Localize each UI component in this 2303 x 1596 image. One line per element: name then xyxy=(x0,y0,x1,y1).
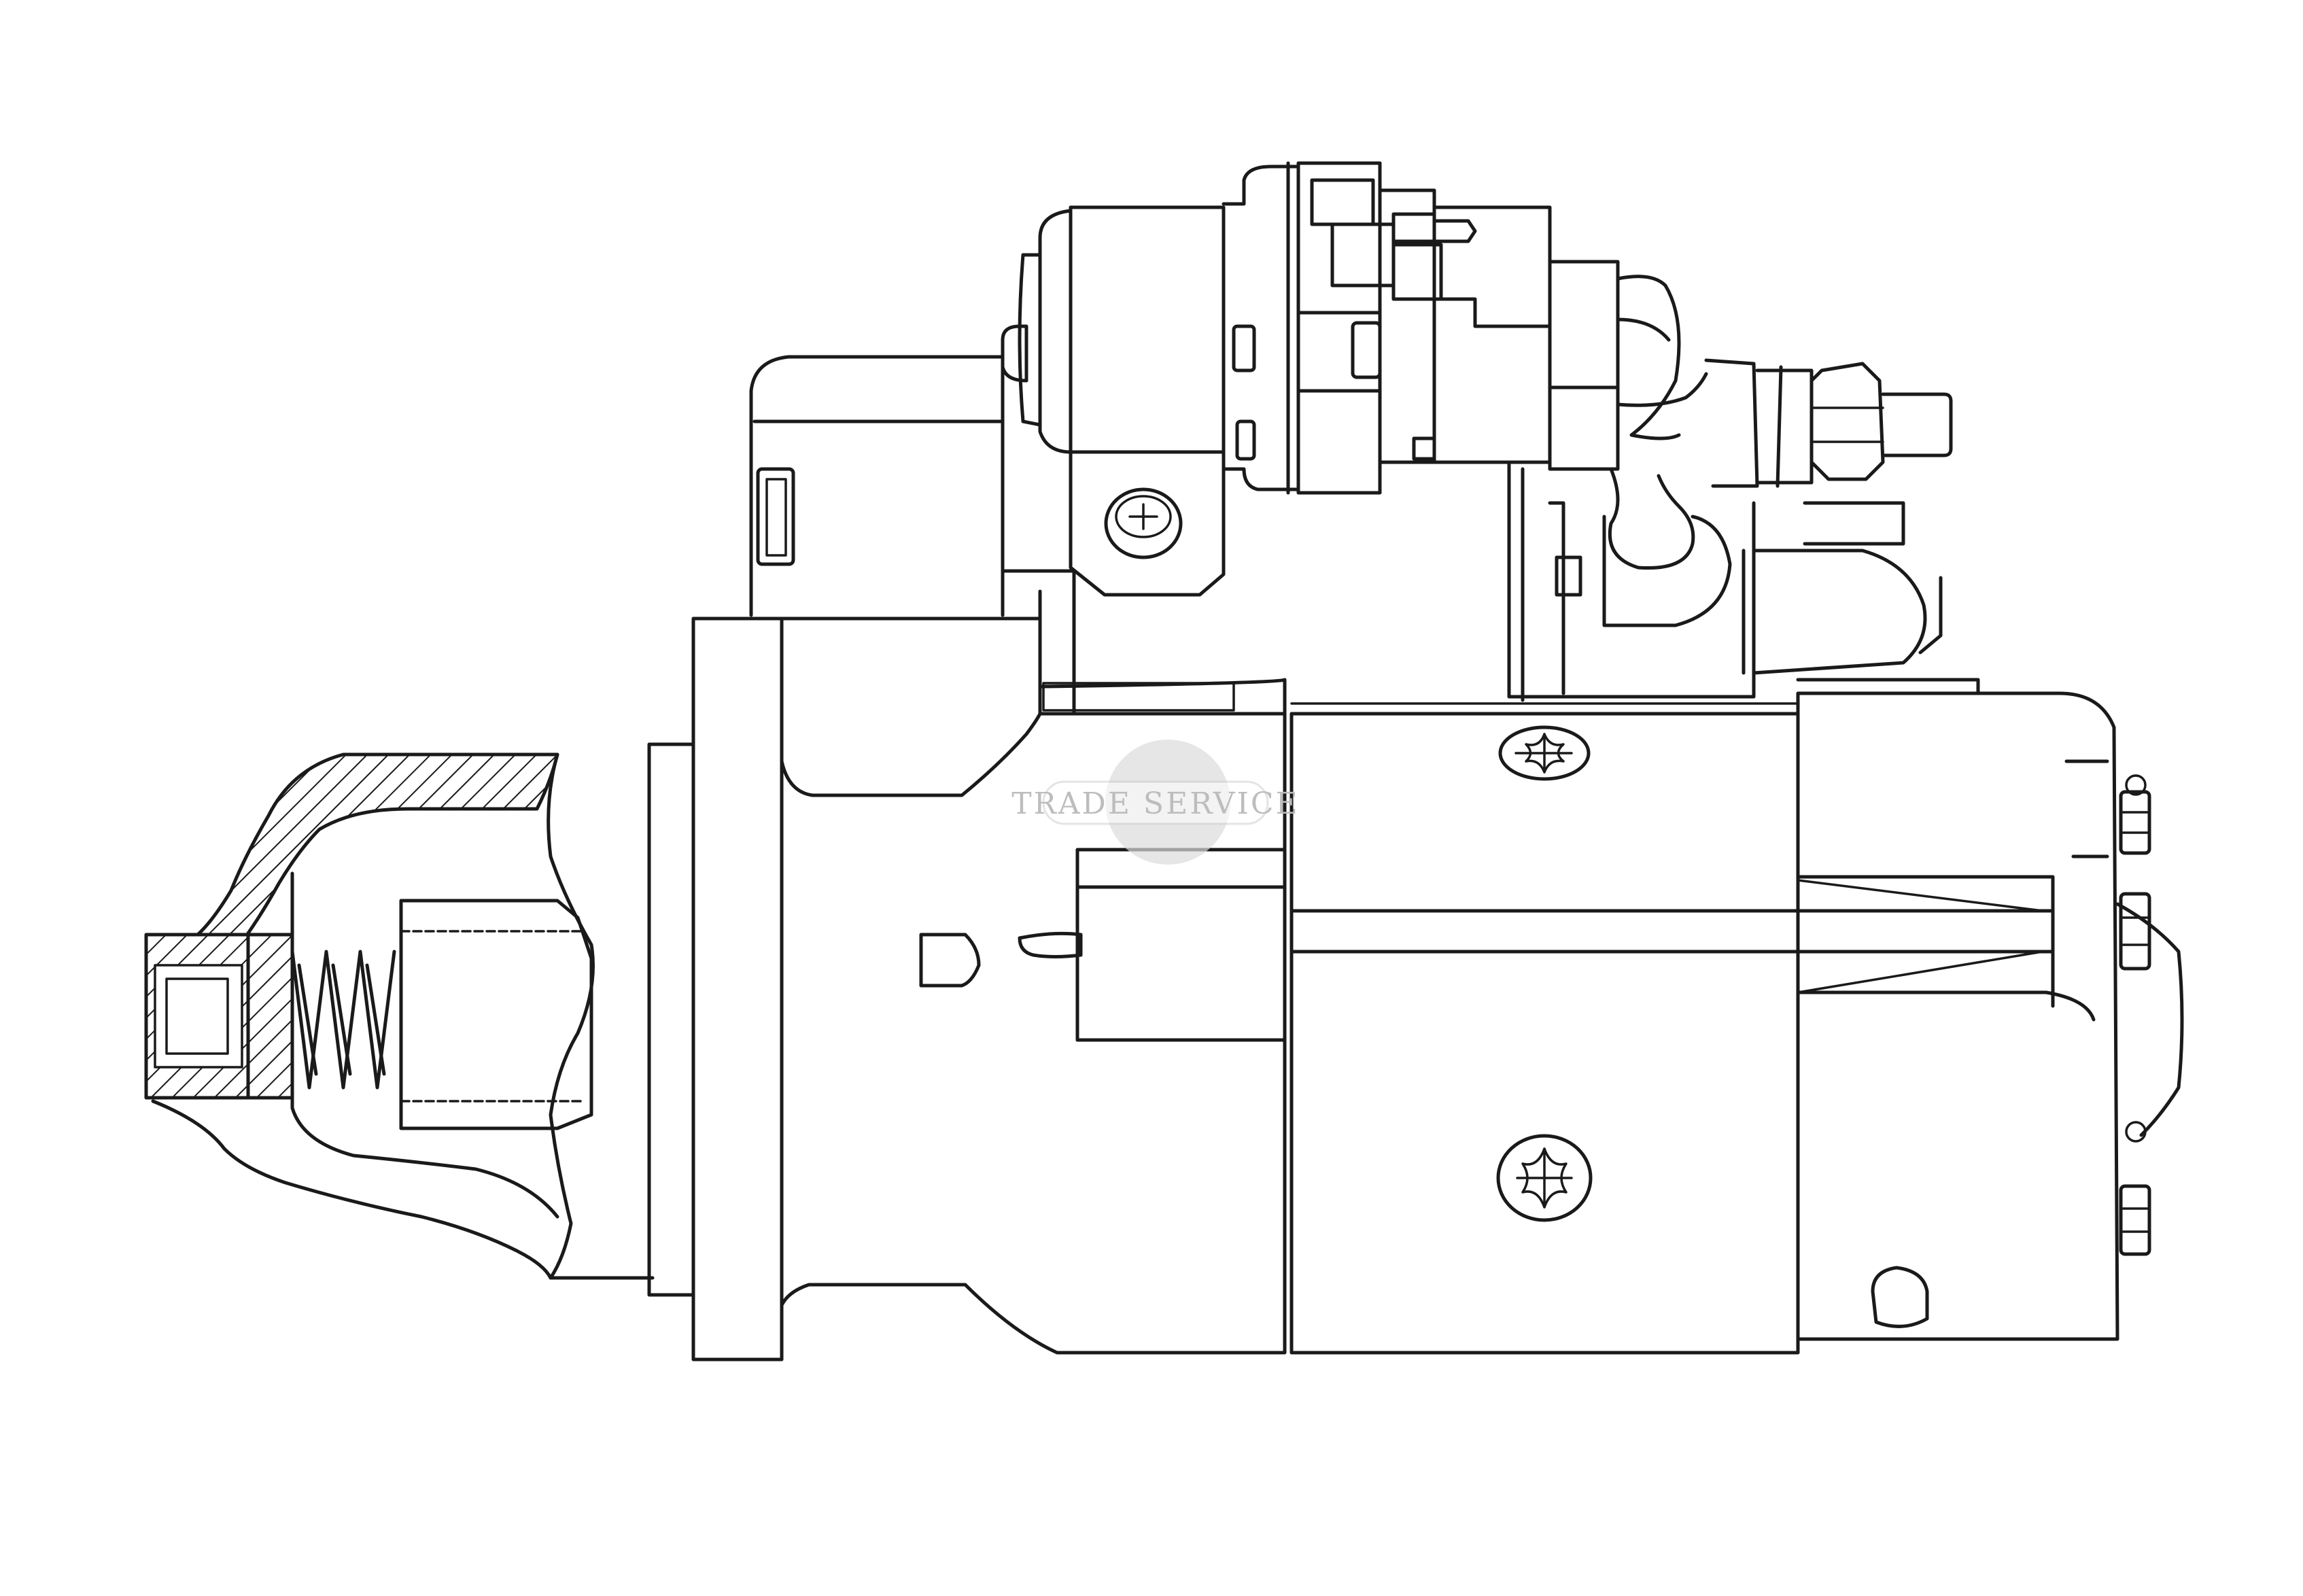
drive-end-housing xyxy=(780,610,1287,1355)
phillips-screw-icon xyxy=(1496,1134,1593,1222)
hex-nut-icon xyxy=(2119,892,2151,971)
hex-nut-icon xyxy=(2119,1184,2151,1256)
drive-housing-cutaway xyxy=(144,752,655,1280)
hex-nut-icon xyxy=(2119,790,2151,855)
solenoid-assembly xyxy=(749,161,1953,716)
phillips-screw-icon xyxy=(1498,725,1591,781)
motor-yoke xyxy=(1289,702,2055,1355)
watermark-text: TRADE SERVICE xyxy=(1011,786,1299,821)
phillips-screw-icon xyxy=(1104,487,1183,559)
hex-nut-icon xyxy=(1810,362,1885,481)
commutator-end-cover xyxy=(1796,678,2184,1341)
mounting-flange xyxy=(647,617,784,1361)
trade-service-watermark: TRADE SERVICE xyxy=(1011,740,1299,865)
coil-spring-icon xyxy=(290,950,396,1090)
